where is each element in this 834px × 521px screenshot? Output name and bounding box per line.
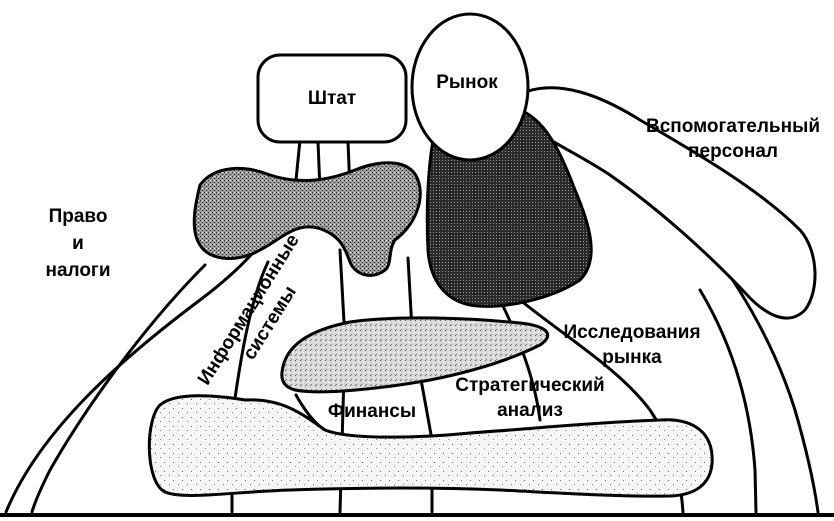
label-staff: Штат [308,88,356,109]
label-strategic-2: анализ [497,400,563,421]
label-support-staff-1: Вспомогательный [646,116,820,137]
label-market-research-1: Исследования [563,322,700,343]
label-strategic-1: Стратегический [455,375,604,396]
label-market-research-2: рынка [602,347,662,368]
label-finance: Финансы [328,401,416,422]
label-market: Рынок [436,72,498,93]
info-systems-blob [194,163,420,275]
base-blob [149,396,712,496]
label-law-1: Право [49,206,108,227]
label-law-3: налоги [45,260,110,281]
label-law-2: и [72,233,84,254]
label-support-staff-2: персонал [688,141,778,162]
